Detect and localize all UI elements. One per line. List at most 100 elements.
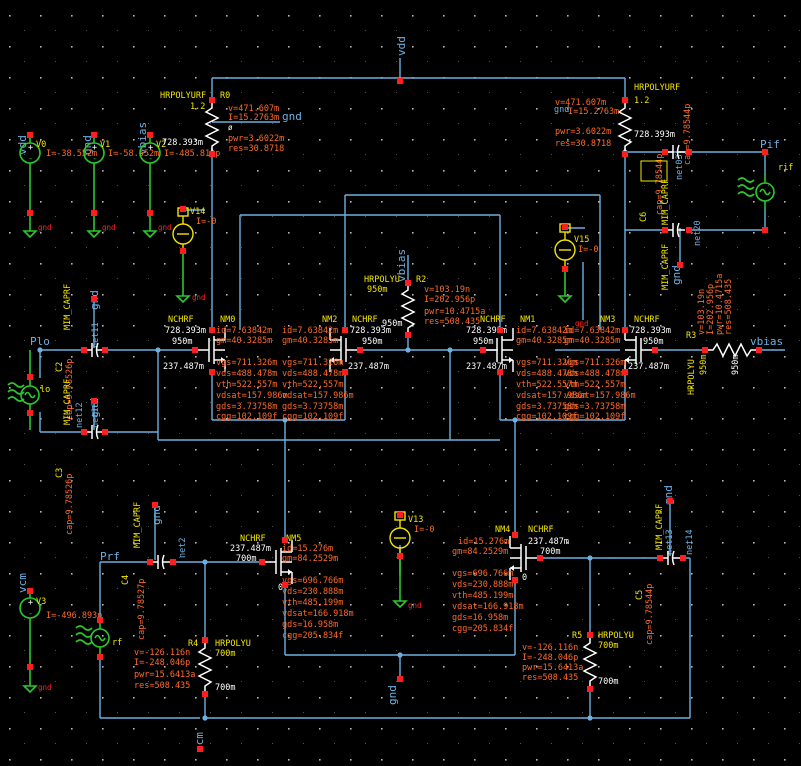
svg-text:237.487m: 237.487m: [348, 362, 389, 372]
svg-text:700m: 700m: [598, 677, 618, 687]
svg-text:237.487m: 237.487m: [466, 362, 507, 372]
svg-text:pwr=10.4715a: pwr=10.4715a: [424, 307, 485, 317]
svg-text:1.2: 1.2: [190, 102, 205, 112]
svg-text:vth=522.557m: vth=522.557m: [564, 380, 625, 390]
svg-text:1.2: 1.2: [634, 96, 649, 106]
voltage-source-v2[interactable]: V2 I=-485.813p gnd: [139, 134, 220, 238]
svg-text:gnd: gnd: [192, 293, 206, 302]
svg-text:R4: R4: [188, 639, 198, 649]
svg-text:id=7.63842m: id=7.63842m: [564, 326, 620, 336]
svg-text:V0: V0: [36, 140, 46, 150]
svg-text:cap=9.78544p: cap=9.78544p: [645, 584, 655, 645]
net-label-gnd-c4: gnd: [150, 505, 163, 525]
probe-v13[interactable]: V13 I=-0 gnd: [389, 511, 434, 610]
svg-text:HRPOLYU: HRPOLYU: [215, 639, 251, 649]
net-label-net2: net2: [178, 538, 188, 558]
voltage-source-v1[interactable]: V1 I=-58.552m gnd: [83, 134, 159, 238]
nmos-nm5[interactable]: NM5 NCHRF 237.487m 700m 0 id=15.276m gm=…: [230, 534, 354, 641]
svg-text:R3: R3: [686, 331, 696, 341]
capacitor-c6[interactable]: MIM_CAPRF C6 cap=9.78544p: [639, 154, 686, 290]
svg-text:R2: R2: [416, 275, 426, 285]
capacitor-c3[interactable]: MIM_CAPRF C3 cap=9.78526p: [55, 379, 105, 535]
svg-text:NM1: NM1: [520, 315, 535, 325]
svg-text:950m: 950m: [362, 337, 382, 347]
voltage-source-v3[interactable]: V3 I=-496.893p gnd: [19, 589, 102, 693]
net-label-vcm-left: vcm: [16, 573, 29, 593]
svg-text:HRPOLYU: HRPOLYU: [598, 631, 634, 641]
svg-text:950m: 950m: [367, 285, 387, 295]
svg-text:gnd: gnd: [158, 223, 172, 232]
svg-text:V3: V3: [36, 597, 46, 607]
svg-text:728.393m: 728.393m: [350, 326, 391, 336]
svg-text:I=-496.893p: I=-496.893p: [46, 611, 102, 621]
nmos-nm4[interactable]: NM4 NCHRF 237.487m 700m 0 id=15.276m gm=…: [452, 525, 569, 634]
svg-text:I=-248.046p: I=-248.046p: [522, 653, 578, 663]
svg-text:gm=84.2529m: gm=84.2529m: [282, 554, 338, 564]
svg-text:950m: 950m: [382, 319, 402, 329]
svg-text:id=15.276m: id=15.276m: [458, 537, 509, 547]
svg-text:ø: ø: [228, 123, 233, 132]
net-label-v0: vdd: [16, 135, 29, 155]
svg-text:gds=16.958m: gds=16.958m: [282, 620, 338, 630]
svg-text:C4: C4: [121, 575, 131, 585]
port-rf[interactable]: rf: [75, 619, 122, 657]
net-label-v2: vbias: [136, 122, 149, 155]
svg-text:pwr=10.4715a: pwr=10.4715a: [715, 274, 725, 335]
svg-text:I=202.956p: I=202.956p: [706, 284, 716, 335]
nmos-nm2[interactable]: NM2 NCHRF 728.393m 950m 237.487m id=7.63…: [282, 315, 391, 422]
svg-text:I=-58.552m: I=-58.552m: [108, 149, 159, 159]
resistor-r5[interactable]: HRPOLYU R5 700m v=-126.116n I=-248.046p …: [522, 631, 634, 690]
svg-text:vds=488.478m: vds=488.478m: [216, 369, 277, 379]
capacitor-c2[interactable]: MIM_CAPRF C2 cap=9.78526p: [55, 284, 105, 420]
svg-text:I=-485.813p: I=-485.813p: [164, 149, 220, 159]
port-rif[interactable]: rif: [737, 163, 793, 211]
svg-text:MIM_CAPRF: MIM_CAPRF: [63, 379, 73, 425]
svg-text:gnd: gnd: [102, 223, 116, 232]
resistor-r1[interactable]: HRPOLYURF 1.2 v=471.607m I=15.2763m pwr=…: [554, 83, 680, 155]
svg-text:gds=3.73758m: gds=3.73758m: [516, 402, 577, 412]
svg-text:0: 0: [522, 573, 527, 583]
svg-text:237.487m: 237.487m: [230, 544, 271, 554]
nmos-nm3[interactable]: NM3 NCHRF 728.393m 950m 237.487m id=7.63…: [564, 315, 671, 422]
svg-text:vds=488.478m: vds=488.478m: [564, 369, 625, 379]
probe-v14[interactable]: V14 I=-0 gnd: [172, 207, 216, 303]
svg-text:v=103.19n: v=103.19n: [424, 285, 470, 295]
svg-text:V2: V2: [156, 140, 166, 150]
nmos-nm0[interactable]: NM0 NCHRF 728.393m 950m 237.487m id=7.63…: [163, 315, 288, 422]
svg-text:728.393m: 728.393m: [165, 326, 206, 336]
svg-text:NCHRF: NCHRF: [480, 315, 506, 325]
capacitor-c5[interactable]: MIM_CAPRF C5 cap=9.78544p: [635, 504, 681, 645]
svg-text:res=30.8718: res=30.8718: [228, 144, 284, 154]
svg-text:R0: R0: [220, 91, 230, 101]
net-label-prf: Prf: [100, 550, 120, 563]
svg-text:vgs=711.326m: vgs=711.326m: [564, 358, 625, 368]
svg-text:cgg=205.834f: cgg=205.834f: [452, 624, 513, 634]
resistor-r2[interactable]: HRPOLYU R2 950m v=103.19n I=202.956p pwr…: [364, 275, 485, 337]
capacitor-c4[interactable]: MIM_CAPRF C4 cap=9.78527p: [121, 502, 171, 640]
resistor-r0[interactable]: R0 HRPOLYURF 1.2 v=471.607m I=15.2763m p…: [160, 91, 284, 155]
svg-text:pwr=3.6022m: pwr=3.6022m: [555, 127, 611, 137]
resistor-r4[interactable]: HRPOLYU R4 700m v=-126.116n I=-248.046p …: [134, 639, 251, 695]
nmos-nm1[interactable]: NM1 NCHRF 728.393m 950m 237.487m id=7.63…: [466, 315, 588, 422]
svg-text:v=471.607m: v=471.607m: [228, 104, 279, 114]
svg-text:V13: V13: [408, 515, 423, 525]
voltage-source-v0[interactable]: V0 I=-38.552m gnd: [19, 134, 97, 238]
svg-text:V1: V1: [100, 140, 110, 150]
svg-text:R5: R5: [572, 631, 582, 641]
svg-text:950m: 950m: [643, 337, 663, 347]
svg-text:V15: V15: [574, 235, 589, 245]
svg-text:gnd: gnd: [38, 223, 52, 232]
svg-text:id=7.63842m: id=7.63842m: [216, 326, 272, 336]
svg-text:NCHRF: NCHRF: [240, 534, 266, 544]
capacitor-c1[interactable]: MIM_CAPRF cap=9.78544p: [661, 104, 693, 225]
svg-text:cap=9.78544p: cap=9.78544p: [683, 104, 693, 165]
svg-text:vth=485.199m: vth=485.199m: [282, 598, 343, 608]
resistor-r3[interactable]: HRPOLYU R3 950m v=103.19n I=202.956p pwr…: [686, 274, 760, 395]
svg-text:gnd: gnd: [38, 683, 52, 692]
svg-text:res=508.435: res=508.435: [424, 317, 480, 327]
svg-text:cgg=102.109f: cgg=102.109f: [216, 412, 277, 422]
svg-text:vth=522.557m: vth=522.557m: [216, 380, 277, 390]
net-label-net11: net11: [91, 322, 101, 348]
